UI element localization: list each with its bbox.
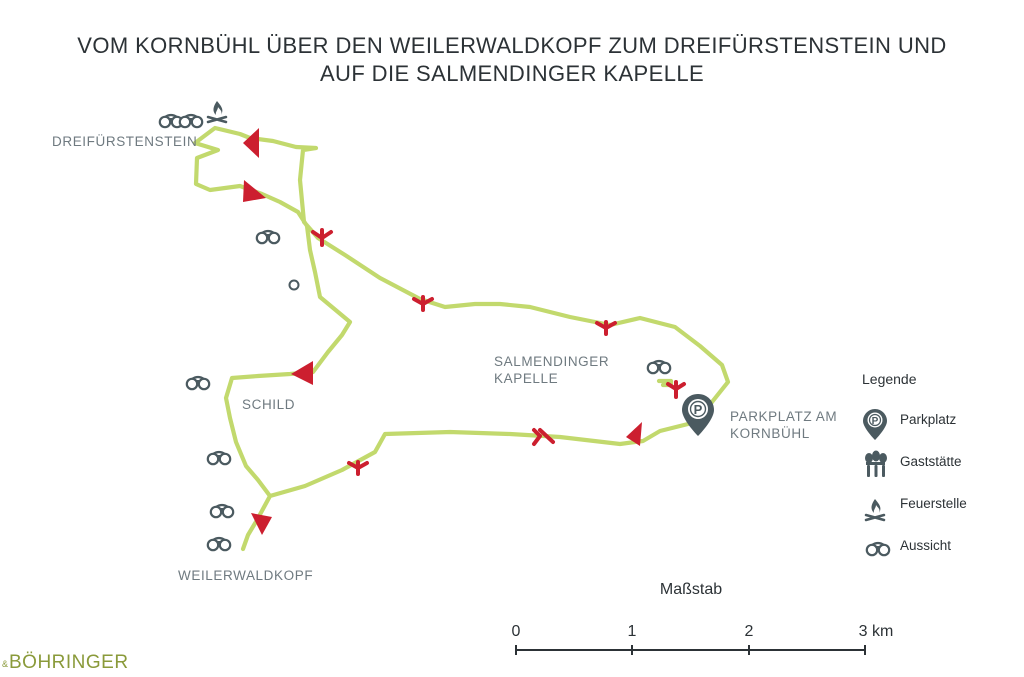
map-title-line2: AUF DIE SALMENDINGER KAPELLE xyxy=(320,61,704,86)
brand-logo: & BÖHRINGER xyxy=(2,652,129,673)
junction-marker xyxy=(311,228,333,247)
binoculars-icon xyxy=(185,375,211,391)
junction-marker xyxy=(412,295,434,312)
brand-name: BÖHRINGER xyxy=(9,652,129,673)
parking-pin-icon: P xyxy=(682,394,714,436)
junction-marker xyxy=(347,460,369,476)
scale-tick-3: 3 km xyxy=(859,623,894,640)
label-parkplatz-line2: KORNBÜHL xyxy=(730,426,810,441)
hiking-route xyxy=(192,125,731,552)
scale-tick-2: 2 xyxy=(745,623,754,640)
legend-label-aussicht: Aussicht xyxy=(900,538,951,553)
label-schild: SCHILD xyxy=(242,397,295,412)
arrow-marker xyxy=(251,513,272,535)
arrow-marker xyxy=(291,361,313,385)
legend-label-feuerstelle: Feuerstelle xyxy=(900,496,967,511)
legend-binoculars-icon xyxy=(865,541,891,557)
legend-label-gaststaette: Gaststätte xyxy=(900,454,962,469)
label-parkplatz-line1: PARKPLATZ AM xyxy=(730,409,837,424)
junction-markers xyxy=(311,228,686,476)
scale-tick-0: 0 xyxy=(512,623,521,640)
scale-heading: Maßstab xyxy=(660,581,722,598)
legend-campfire-icon xyxy=(864,497,886,522)
binoculars-icon xyxy=(209,503,235,519)
legend-heading: Legende xyxy=(862,371,917,387)
label-salmendinger-line1: SALMENDINGER xyxy=(494,354,609,369)
binoculars-icon xyxy=(206,536,232,552)
route-segment-main-loop xyxy=(192,125,731,552)
binoculars-icon xyxy=(206,450,232,466)
map-title-line1: VOM KORNBÜHL ÜBER DEN WEILERWALDKOPF ZUM… xyxy=(77,33,946,58)
binoculars-icon xyxy=(646,359,672,375)
scale-tick-1: 1 xyxy=(628,623,637,640)
legend-restaurant-icon xyxy=(865,450,887,477)
legend-parking-letter: P xyxy=(872,416,879,427)
small-pin-icon xyxy=(288,279,300,291)
arrow-marker xyxy=(243,180,266,202)
arrow-marker xyxy=(243,128,259,158)
parking-letter: P xyxy=(694,402,703,417)
junction-marker xyxy=(666,380,686,399)
campfire-icon xyxy=(206,99,228,124)
binoculars-icon xyxy=(255,229,281,245)
binoculars-icon xyxy=(178,113,204,129)
label-weilerwaldkopf: WEILERWALDKOPF xyxy=(178,568,313,583)
legend: Legende P Parkplatz Gaststätte Feuerstel… xyxy=(862,371,967,557)
label-dreifuerstenstein: DREIFÜRSTENSTEIN xyxy=(52,134,197,149)
brand-ampersand: & xyxy=(2,659,8,669)
legend-label-parkplatz: Parkplatz xyxy=(900,412,957,427)
junction-marker xyxy=(595,320,617,336)
arrow-marker xyxy=(626,422,642,446)
label-salmendinger-line2: KAPELLE xyxy=(494,371,558,386)
legend-parking-pin-icon: P xyxy=(863,409,887,440)
scale-bar: Maßstab 0 1 2 3 km xyxy=(512,581,894,655)
junction-marker xyxy=(532,428,555,446)
direction-arrows xyxy=(243,128,642,535)
